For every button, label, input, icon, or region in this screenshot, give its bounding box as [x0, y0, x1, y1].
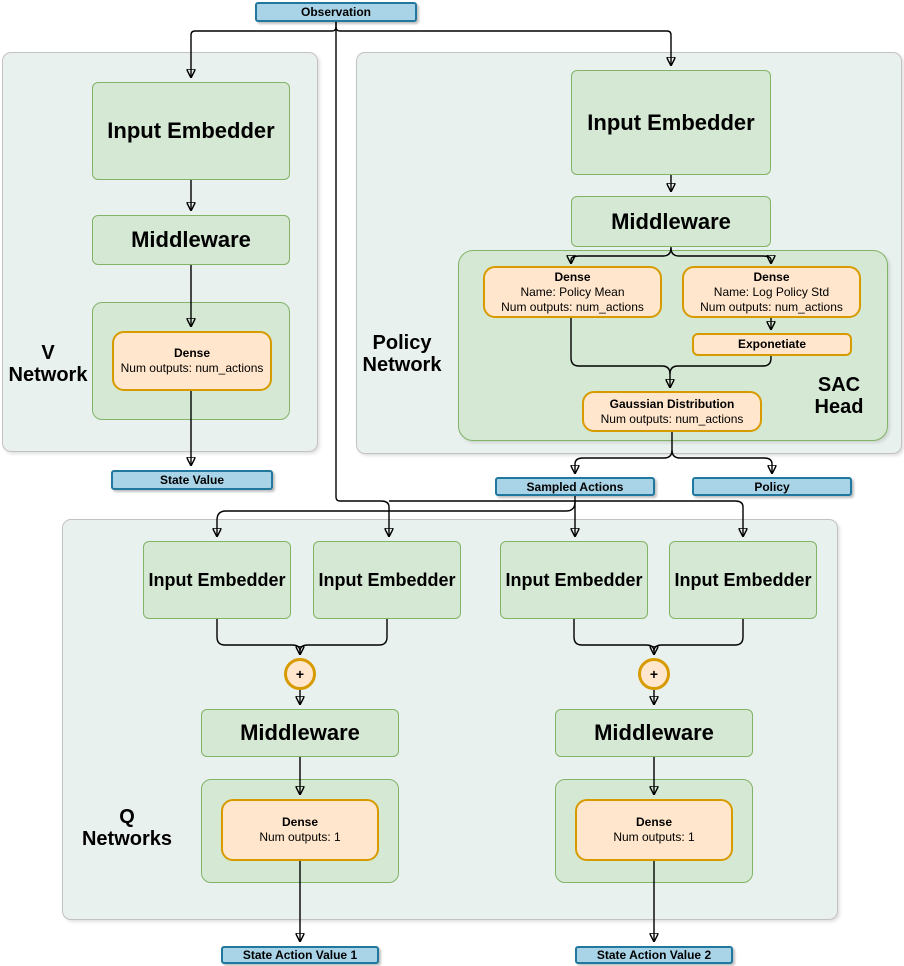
state-action-value-1-node: State Action Value 1	[221, 946, 379, 964]
state-action-value-2-node: State Action Value 2	[575, 946, 733, 964]
sampled-actions-node: Sampled Actions	[495, 477, 655, 496]
label-line: SAC	[817, 374, 861, 396]
policy-output-node: Policy	[692, 477, 852, 496]
q1-sum-icon: +	[284, 658, 316, 690]
dense-title: Dense	[554, 269, 591, 284]
label-line: V	[41, 342, 55, 364]
dense-detail: Num outputs: 1	[259, 830, 341, 844]
v-network-label: V Network	[8, 342, 88, 386]
policy-network-label: Policy Network	[352, 332, 452, 376]
q1-middleware-node: Middleware	[201, 709, 399, 757]
q2-dense-node: Dense Num outputs: 1	[575, 799, 733, 861]
dense-name: Name: Log Policy Std	[713, 284, 830, 299]
dense-title: Dense	[281, 815, 319, 829]
dense-title: Dense	[173, 346, 211, 360]
label-line: Q	[119, 806, 135, 828]
label-line: Network	[362, 354, 442, 376]
observation-node: Observation	[255, 2, 417, 22]
dense-title: Dense	[753, 269, 790, 284]
sac-head-label: SAC Head	[795, 374, 883, 418]
label-line: Networks	[81, 828, 173, 850]
q1-input-embedder-1-node: Input Embedder	[143, 541, 291, 619]
dense-detail: Num outputs: num_actions	[700, 299, 843, 314]
gaussian-distribution-node: Gaussian Distribution Num outputs: num_a…	[582, 391, 762, 432]
v-input-embedder-node: Input Embedder	[92, 82, 290, 180]
q1-input-embedder-2-node: Input Embedder	[313, 541, 461, 619]
policy-input-embedder-node: Input Embedder	[571, 70, 771, 175]
dense-log-policy-std-node: Dense Name: Log Policy Std Num outputs: …	[682, 266, 861, 318]
gaussian-title: Gaussian Distribution	[609, 396, 735, 411]
q2-sum-icon: +	[638, 658, 670, 690]
dense-detail: Num outputs: num_actions	[501, 299, 644, 314]
q-networks-label: Q Networks	[72, 806, 182, 850]
gaussian-detail: Num outputs: num_actions	[600, 411, 744, 426]
q1-dense-node: Dense Num outputs: 1	[221, 799, 379, 861]
q2-input-embedder-1-node: Input Embedder	[500, 541, 648, 619]
q2-input-embedder-2-node: Input Embedder	[669, 541, 817, 619]
q2-middleware-node: Middleware	[555, 709, 753, 757]
state-value-node: State Value	[111, 470, 273, 490]
policy-middleware-node: Middleware	[571, 196, 771, 247]
dense-title: Dense	[635, 815, 673, 829]
dense-name: Name: Policy Mean	[520, 284, 625, 299]
dense-policy-mean-node: Dense Name: Policy Mean Num outputs: num…	[483, 266, 662, 318]
dense-detail: Num outputs: 1	[613, 830, 695, 844]
label-line: Head	[814, 396, 864, 418]
v-middleware-node: Middleware	[92, 215, 290, 265]
exponentiate-node: Exponetiate	[692, 333, 852, 356]
dense-detail: Num outputs: num_actions	[120, 361, 264, 375]
label-line: Network	[8, 364, 88, 386]
v-dense-node: Dense Num outputs: num_actions	[112, 331, 272, 391]
label-line: Policy	[372, 332, 432, 354]
